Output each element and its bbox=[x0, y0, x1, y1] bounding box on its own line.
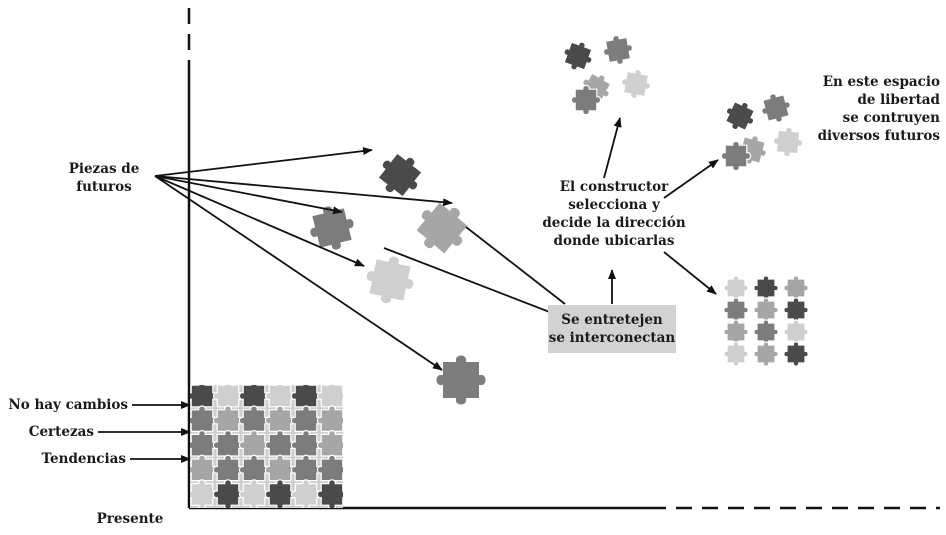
puzzle-piece-icon bbox=[264, 479, 296, 508]
puzzle-piece-icon bbox=[757, 89, 795, 127]
puzzle-piece-icon bbox=[783, 297, 809, 323]
present-puzzle-grid bbox=[190, 385, 343, 508]
puzzle-piece-icon bbox=[558, 36, 598, 76]
puzzle-piece-icon bbox=[435, 354, 487, 406]
puzzle-piece-icon bbox=[316, 479, 343, 508]
connector-line bbox=[465, 226, 566, 305]
puzzle-piece-icon bbox=[720, 140, 752, 172]
puzzle-piece-icon bbox=[783, 341, 809, 367]
no-change-label: No hay cambios bbox=[8, 397, 128, 413]
puzzle-piece-icon bbox=[570, 84, 602, 116]
puzzle-piece-icon bbox=[753, 341, 779, 367]
arrows bbox=[98, 117, 719, 463]
arrow-icon bbox=[663, 159, 719, 199]
puzzle-piece-icon bbox=[753, 275, 779, 301]
arrow-icon bbox=[663, 251, 717, 295]
puzzle-piece-icon bbox=[290, 479, 322, 508]
certainties-label: Certezas bbox=[28, 424, 94, 440]
puzzle-piece-icon bbox=[723, 319, 749, 345]
puzzle-piece-icon bbox=[720, 96, 760, 136]
puzzle-piece-icon bbox=[600, 32, 636, 68]
puzzle-piece-icon bbox=[360, 250, 420, 310]
interweave-box: Se entretejen se interconectan bbox=[548, 305, 676, 353]
present-label: Presente bbox=[96, 511, 164, 527]
puzzle-piece-icon bbox=[618, 66, 654, 102]
arrow-icon bbox=[154, 175, 443, 371]
puzzle-piece-icon bbox=[190, 479, 218, 508]
puzzle-piece-icon bbox=[723, 297, 749, 323]
arrow-icon bbox=[154, 147, 373, 177]
trends-label: Tendencias bbox=[41, 451, 126, 467]
arrow-icon bbox=[154, 175, 453, 207]
arrow-icon bbox=[154, 175, 343, 215]
pieces-label: Piezas de futuros bbox=[68, 161, 140, 195]
arrow-icon bbox=[154, 175, 365, 267]
puzzle-piece-icon bbox=[783, 275, 809, 301]
constructor-label: El constructor selecciona y decide la di… bbox=[542, 179, 686, 249]
puzzle-piece-icon bbox=[303, 199, 361, 257]
puzzle-piece-icon bbox=[723, 275, 749, 301]
puzzle-piece-icon bbox=[723, 341, 749, 367]
arrow-icon bbox=[603, 117, 622, 179]
freedom-label: En este espacio de libertad se contruyen… bbox=[817, 74, 940, 144]
puzzle-piece-icon bbox=[212, 479, 244, 508]
puzzle-piece-icon bbox=[753, 319, 779, 345]
puzzle-piece-icon bbox=[238, 479, 270, 508]
connector-line bbox=[383, 247, 566, 319]
future-pieces bbox=[303, 144, 487, 406]
puzzle-piece-icon bbox=[783, 319, 809, 345]
puzzle-piece-icon bbox=[753, 297, 779, 323]
